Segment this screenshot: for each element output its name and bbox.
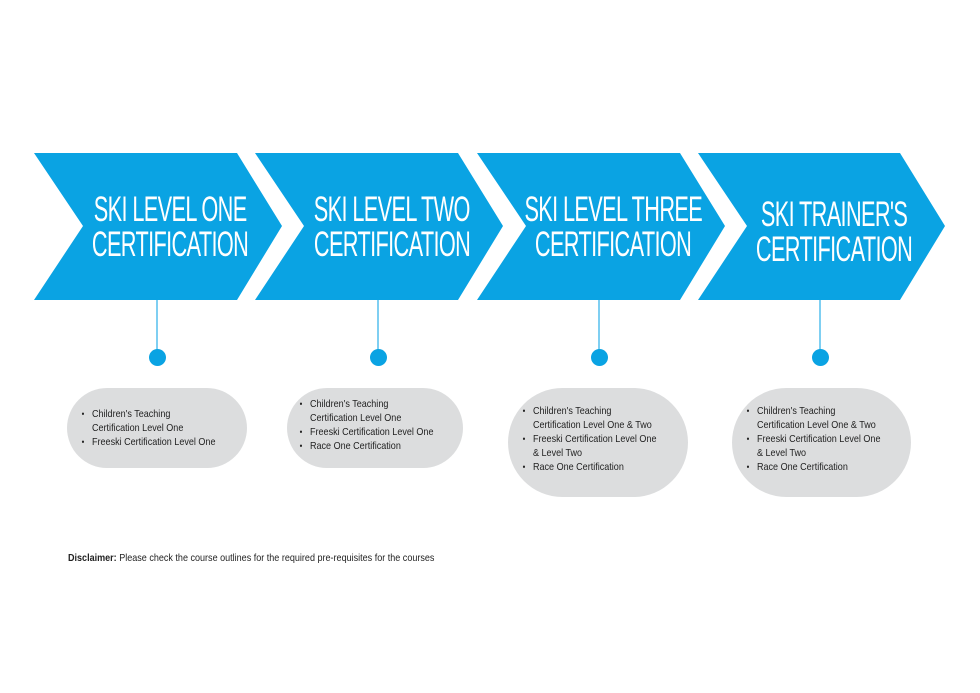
step-2-title-line1: SKI LEVEL TWO (314, 189, 471, 229)
step-4-connector-line (819, 300, 821, 350)
step-3-title-line1: SKI LEVEL THREE (524, 189, 702, 229)
list-item: Race One Certification (300, 439, 433, 453)
step-3-title-line2: CERTIFICATION (534, 224, 692, 264)
disclaimer-text: Please check the course outlines for the… (116, 552, 435, 564)
step-3-chevron (477, 153, 725, 300)
list-item: Freeski Certification Level One& Level T… (523, 432, 657, 460)
disclaimer: Disclaimer: Please check the course outl… (68, 552, 434, 564)
step-3-connector-dot (591, 349, 608, 366)
step-1-title: SKI LEVEL ONE CERTIFICATION (70, 153, 270, 300)
step-4-connector-dot (812, 349, 829, 366)
step-1-connector-line (156, 300, 158, 350)
list-item: Race One Certification (746, 460, 880, 474)
disclaimer-label: Disclaimer: (68, 552, 117, 564)
step-1-title-line1: SKI LEVEL ONE (93, 189, 247, 229)
step-4-chevron (698, 153, 945, 300)
step-3-title: SKI LEVEL THREE CERTIFICATION (513, 153, 713, 300)
step-3-connector-line (598, 300, 600, 350)
step-2-chevron (255, 153, 503, 300)
step-1-connector-dot (149, 349, 166, 366)
list-item: Freeski Certification Level One& Level T… (746, 432, 880, 460)
step-2-title-line2: CERTIFICATION (313, 224, 471, 264)
step-4-title-line1: SKI TRAINER'S (760, 194, 908, 234)
step-4-title: SKI TRAINER'S CERTIFICATION (734, 158, 934, 305)
step-1-chevron (34, 153, 282, 300)
step-2-title: SKI LEVEL TWO CERTIFICATION (292, 153, 492, 300)
step-4-title-line2: CERTIFICATION (755, 229, 913, 269)
list-item: Race One Certification (523, 460, 656, 474)
list-item: Freeski Certification Level One (300, 425, 434, 439)
step-2-connector-line (377, 300, 379, 350)
list-item: Freeski Certification Level One (82, 435, 216, 449)
step-1-title-line2: CERTIFICATION (91, 224, 249, 264)
step-2-connector-dot (370, 349, 387, 366)
